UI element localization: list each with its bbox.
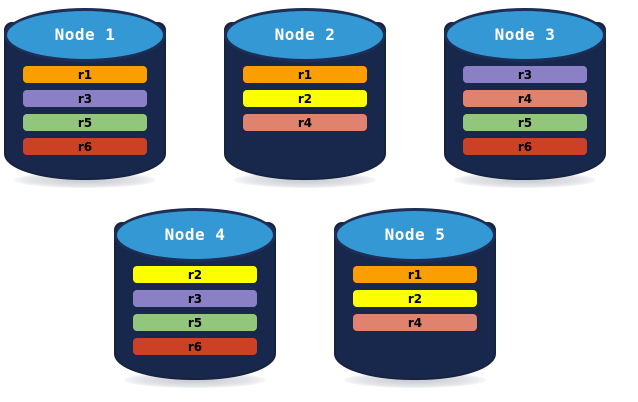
node-cylinder-node-1[interactable]: r1 r3 r5 r6 Node 1 xyxy=(0,4,170,194)
node-title: Node 2 xyxy=(274,25,336,44)
node-cap: Node 2 xyxy=(224,8,386,62)
replica-label: r3 xyxy=(77,91,93,106)
replica-bar-r4[interactable]: r4 xyxy=(243,114,367,131)
replica-label: r5 xyxy=(77,115,93,130)
node-title: Node 3 xyxy=(494,25,556,44)
node-title: Node 1 xyxy=(54,25,116,44)
replica-bar-r6[interactable]: r6 xyxy=(133,338,257,355)
replica-bar-r1[interactable]: r1 xyxy=(23,66,147,83)
replica-label: r1 xyxy=(297,67,313,82)
replica-label: r1 xyxy=(407,267,423,282)
node-row-top: r1 r3 r5 r6 Node 1 r1 r2 r4 Node 2 r3 r4 r5 r6 Node 3 xyxy=(0,4,638,194)
replica-stack: r1 r2 r4 xyxy=(224,62,386,131)
replica-label: r5 xyxy=(517,115,533,130)
node-cap: Node 1 xyxy=(4,8,166,62)
replica-label: r6 xyxy=(77,139,93,154)
node-cylinder-node-4[interactable]: r2 r3 r5 r6 Node 4 xyxy=(110,204,280,394)
replica-label: r1 xyxy=(77,67,93,82)
replica-label: r4 xyxy=(297,115,313,130)
replica-bar-r5[interactable]: r5 xyxy=(463,114,587,131)
replica-label: r4 xyxy=(517,91,533,106)
node-cylinder-node-3[interactable]: r3 r4 r5 r6 Node 3 xyxy=(440,4,610,194)
replica-bar-r5[interactable]: r5 xyxy=(133,314,257,331)
node-title: Node 4 xyxy=(164,225,226,244)
node-title: Node 5 xyxy=(384,225,446,244)
replica-bar-r2[interactable]: r2 xyxy=(133,266,257,283)
replica-stack: r3 r4 r5 r6 xyxy=(444,62,606,155)
replica-bar-r3[interactable]: r3 xyxy=(463,66,587,83)
replica-bar-r2[interactable]: r2 xyxy=(243,90,367,107)
replica-label: r2 xyxy=(187,267,203,282)
replica-bar-r2[interactable]: r2 xyxy=(353,290,477,307)
replica-bar-r6[interactable]: r6 xyxy=(23,138,147,155)
replica-bar-r4[interactable]: r4 xyxy=(353,314,477,331)
replica-bar-r4[interactable]: r4 xyxy=(463,90,587,107)
replica-bar-r3[interactable]: r3 xyxy=(23,90,147,107)
replica-label: r2 xyxy=(407,291,423,306)
node-cap: Node 4 xyxy=(114,208,276,262)
replica-label: r3 xyxy=(517,67,533,82)
replica-stack: r1 r2 r4 xyxy=(334,262,496,331)
replica-bar-r6[interactable]: r6 xyxy=(463,138,587,155)
node-cap: Node 5 xyxy=(334,208,496,262)
replica-label: r2 xyxy=(297,91,313,106)
replica-label: r3 xyxy=(187,291,203,306)
replica-label: r5 xyxy=(187,315,203,330)
replica-stack: r2 r3 r5 r6 xyxy=(114,262,276,355)
node-cylinder-node-5[interactable]: r1 r2 r4 Node 5 xyxy=(330,204,500,394)
replica-bar-r1[interactable]: r1 xyxy=(243,66,367,83)
replica-label: r4 xyxy=(407,315,423,330)
replica-stack: r1 r3 r5 r6 xyxy=(4,62,166,155)
node-row-bottom: r2 r3 r5 r6 Node 4 r1 r2 r4 Node 5 xyxy=(110,204,638,394)
replica-label: r6 xyxy=(187,339,203,354)
replica-bar-r3[interactable]: r3 xyxy=(133,290,257,307)
replica-bar-r1[interactable]: r1 xyxy=(353,266,477,283)
node-cap: Node 3 xyxy=(444,8,606,62)
replica-label: r6 xyxy=(517,139,533,154)
replica-bar-r5[interactable]: r5 xyxy=(23,114,147,131)
node-cylinder-node-2[interactable]: r1 r2 r4 Node 2 xyxy=(220,4,390,194)
